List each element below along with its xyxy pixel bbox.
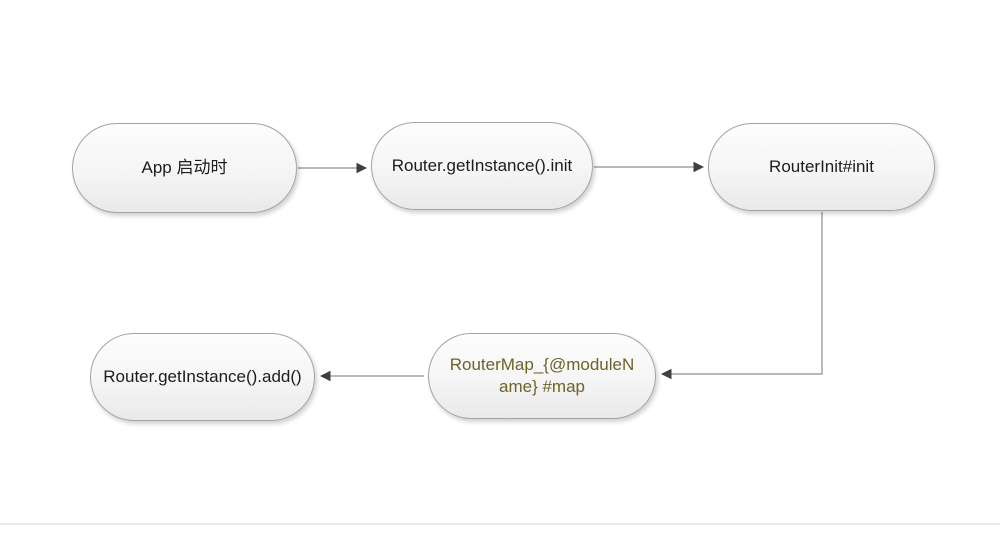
connector-routerinit-to-routermap — [660, 212, 823, 380]
bottom-divider — [0, 523, 1000, 525]
node-router-getinstance-add: Router.getInstance().add() — [90, 333, 315, 421]
node-routerinit-init: RouterInit#init — [708, 123, 935, 211]
node-router-getinstance-init-label: Router.getInstance().init — [391, 155, 573, 175]
node-router-getinstance-add-label: Router.getInstance().add() — [103, 366, 302, 386]
node-routermap-map: RouterMap_{@moduleName} #map — [428, 333, 656, 419]
node-router-getinstance-init: Router.getInstance().init — [371, 122, 593, 210]
node-routermap-map-label: RouterMap_{@moduleName} #map — [449, 354, 635, 396]
node-app-start-label: App 启动时 — [141, 157, 228, 177]
node-app-start: App 启动时 — [72, 123, 297, 213]
node-routerinit-init-label: RouterInit#init — [769, 156, 874, 176]
